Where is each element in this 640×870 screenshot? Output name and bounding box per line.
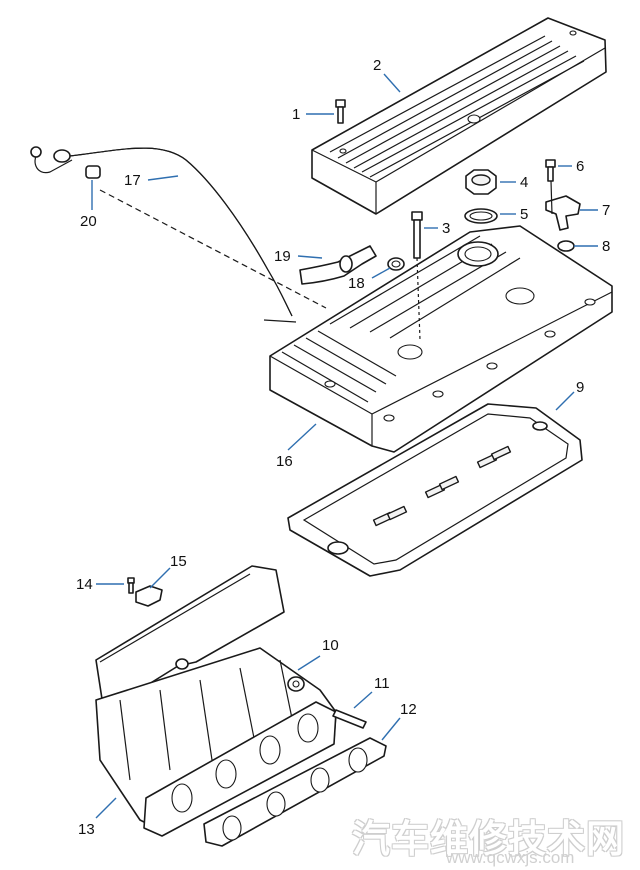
- callout-11: 11: [374, 675, 390, 692]
- breather-hose-part-19: [299, 245, 377, 285]
- pipe-routing-line: [99, 189, 327, 309]
- bolt-part-3: [411, 211, 423, 259]
- manifold-gasket-part-12: [203, 737, 387, 847]
- callout-19: 19: [274, 248, 291, 265]
- callout-18: 18: [348, 275, 365, 292]
- camshaft-sensor-part-7: [545, 195, 581, 231]
- callout-10: 10: [322, 637, 339, 654]
- watermark-text: 汽车维修技术网: [352, 819, 626, 861]
- engine-cover-part-2: [311, 17, 607, 215]
- bolt-part-14: [127, 577, 135, 594]
- bolt-guide-line: [416, 257, 421, 341]
- bolt-part-6: [545, 159, 556, 182]
- callout-16: 16: [276, 453, 293, 470]
- callout-5: 5: [520, 206, 528, 223]
- callout-8: 8: [602, 238, 610, 255]
- sensor-guide-line: [550, 180, 553, 215]
- callout-4: 4: [520, 174, 528, 191]
- watermark-url: www.qcwxjs.com: [446, 848, 575, 867]
- leader-lines: [91, 73, 598, 819]
- callout-6: 6: [576, 158, 584, 175]
- callout-3: 3: [442, 220, 450, 237]
- intake-manifold-part-13: [95, 565, 337, 837]
- gasket-part-9: [287, 403, 583, 577]
- pipe-clip-part-20: [85, 165, 101, 179]
- oil-filler-cap-part-4: [465, 169, 497, 195]
- callout-15: 15: [170, 553, 187, 570]
- stud-part-11: [332, 709, 367, 729]
- callout-17: 17: [124, 172, 141, 189]
- seal-ring-inner: [469, 211, 493, 221]
- callout-1: 1: [292, 106, 300, 123]
- callout-20: 20: [80, 213, 97, 230]
- map-sensor-part-15: [135, 585, 163, 607]
- hose-clamp-part-18: [387, 257, 405, 271]
- bolt-part-1: [335, 99, 346, 124]
- breather-pipe-part-17: [30, 146, 297, 323]
- callout-labels: 1 2 3 4 5 6 7 8 9 10 11 12 13 14 15 16 1…: [76, 57, 610, 838]
- callout-13: 13: [78, 821, 95, 838]
- nut-part-10: [287, 676, 305, 692]
- valve-cover-part-16: [269, 225, 613, 453]
- callout-2: 2: [373, 57, 381, 74]
- callout-9: 9: [576, 379, 584, 396]
- callout-12: 12: [400, 701, 417, 718]
- callout-14: 14: [76, 576, 93, 593]
- o-ring-part-8: [557, 240, 575, 252]
- callout-7: 7: [602, 202, 610, 219]
